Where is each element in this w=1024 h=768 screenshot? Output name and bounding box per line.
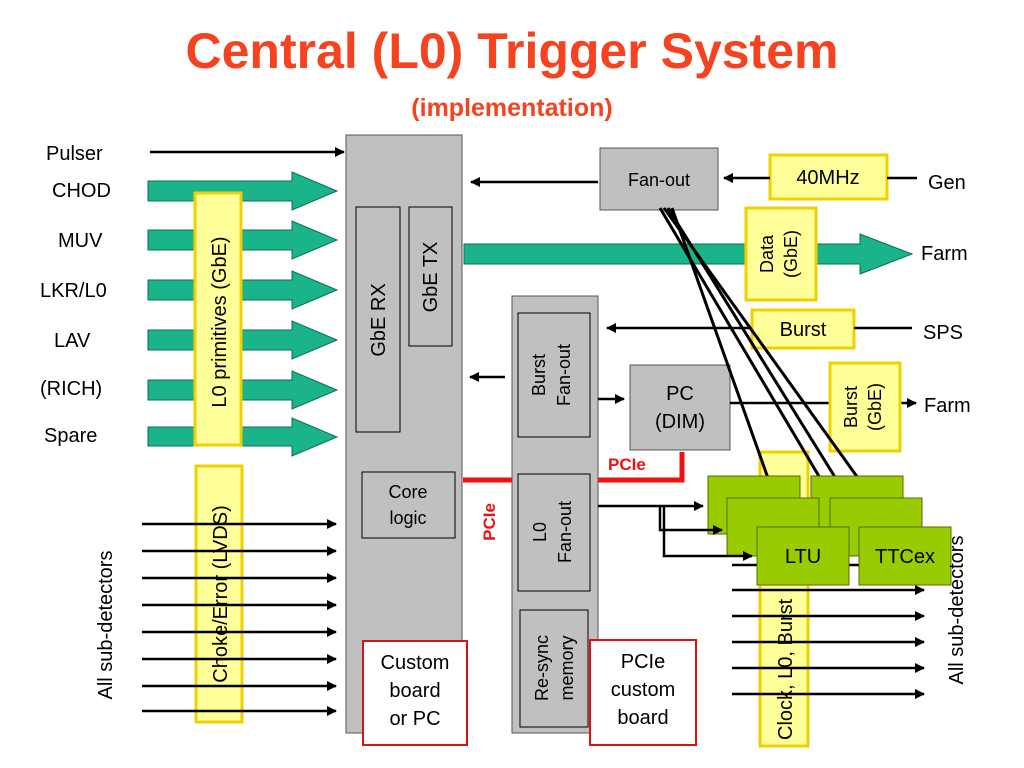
gbe-tx-box: [408, 206, 453, 347]
l0-primitives-label: L0 primitives (GbE): [209, 236, 231, 407]
page-title: Central (L0) Trigger System: [185, 23, 839, 79]
resync-memory-line1: Re-sync: [532, 635, 552, 701]
all-subdetectors-left: All sub-detectors: [95, 551, 117, 700]
clock-40mhz-label: 40MHz: [796, 167, 859, 189]
pcie-link-right: [598, 452, 685, 483]
gbe-rx-label: GbE RX: [368, 283, 390, 356]
data-gbe-line2: (GbE): [781, 230, 801, 278]
ttcex-label: TTCex: [875, 546, 935, 568]
burst-fanout-line1: Burst: [529, 354, 549, 396]
l0-fanout-connections: [598, 501, 753, 561]
ltu-label: LTU: [785, 546, 821, 568]
l0-fanout-line2: Fan-out: [555, 501, 575, 563]
custom-board-line3: or PC: [389, 708, 440, 730]
ttc-stack: [707, 475, 952, 586]
farm-top-label: Farm: [921, 243, 968, 265]
page-subtitle: (implementation): [411, 94, 613, 122]
burst-gbe-line2: (GbE): [865, 383, 885, 431]
input-label-lkr: LKR/L0: [40, 280, 107, 302]
pcie-custom-board-line2: custom: [611, 679, 675, 701]
ttcex-box: [858, 526, 952, 586]
gbe-rx-box: [355, 206, 401, 433]
all-subdetectors-right: All sub-detectors: [946, 536, 968, 685]
pcie-custom-board-box: [589, 639, 697, 746]
data-gbe-box: [744, 206, 818, 302]
sps-label: SPS: [923, 322, 963, 344]
custom-board-pc-box: [362, 640, 468, 746]
ltu-box: [756, 526, 850, 586]
pc-dim-line1: PC: [666, 383, 694, 405]
data-gbe-line1: Data: [757, 234, 777, 273]
choke-error-label: Choke/Error (LVDS): [210, 505, 232, 682]
input-label-chod: CHOD: [52, 180, 111, 202]
burst-fanout-line2: Fan-out: [554, 344, 574, 406]
resync-memory-box: [519, 609, 589, 728]
burst-label: Burst: [780, 319, 827, 341]
pcie-vertical-label: PCIe: [480, 503, 499, 541]
pcie-custom-board-line3: board: [617, 707, 668, 729]
choke-error-box: [194, 464, 244, 724]
burst-gbe-box: [828, 361, 902, 453]
core-logic-box: [361, 471, 456, 539]
burst-box: [750, 308, 856, 350]
burst-gbe-line1: Burst: [841, 386, 861, 428]
fanout-box: [599, 147, 719, 211]
custom-board-line2: board: [389, 680, 440, 702]
l0-fanout-line1: L0: [530, 522, 550, 542]
pc-dim-line2: (DIM): [655, 411, 705, 433]
pc-dim-box: [629, 364, 731, 451]
core-logic-line2: logic: [389, 508, 426, 528]
input-label-spare: Spare: [44, 425, 97, 447]
input-label-lav: LAV: [54, 330, 91, 352]
resync-memory-line2: memory: [557, 635, 577, 700]
l0-fanout-box: [517, 473, 591, 592]
pcie-custom-board-line1: PCIe: [621, 651, 665, 673]
core-logic-line1: Core: [388, 482, 427, 502]
pcie-horizontal-label: PCIe: [608, 455, 646, 474]
farm-bottom-label: Farm: [924, 395, 971, 417]
fanout-label: Fan-out: [628, 170, 690, 190]
l0-primitives-box: [193, 191, 243, 447]
input-label-muv: MUV: [58, 230, 103, 252]
input-label-rich: (RICH): [40, 378, 102, 400]
gbe-tx-label: GbE TX: [420, 242, 442, 313]
input-label-pulser: Pulser: [46, 143, 103, 165]
gen-label: Gen: [928, 172, 966, 194]
burst-fanout-box: [517, 312, 591, 438]
choke-error-arrows: [142, 519, 337, 716]
custom-board-line1: Custom: [381, 652, 450, 674]
